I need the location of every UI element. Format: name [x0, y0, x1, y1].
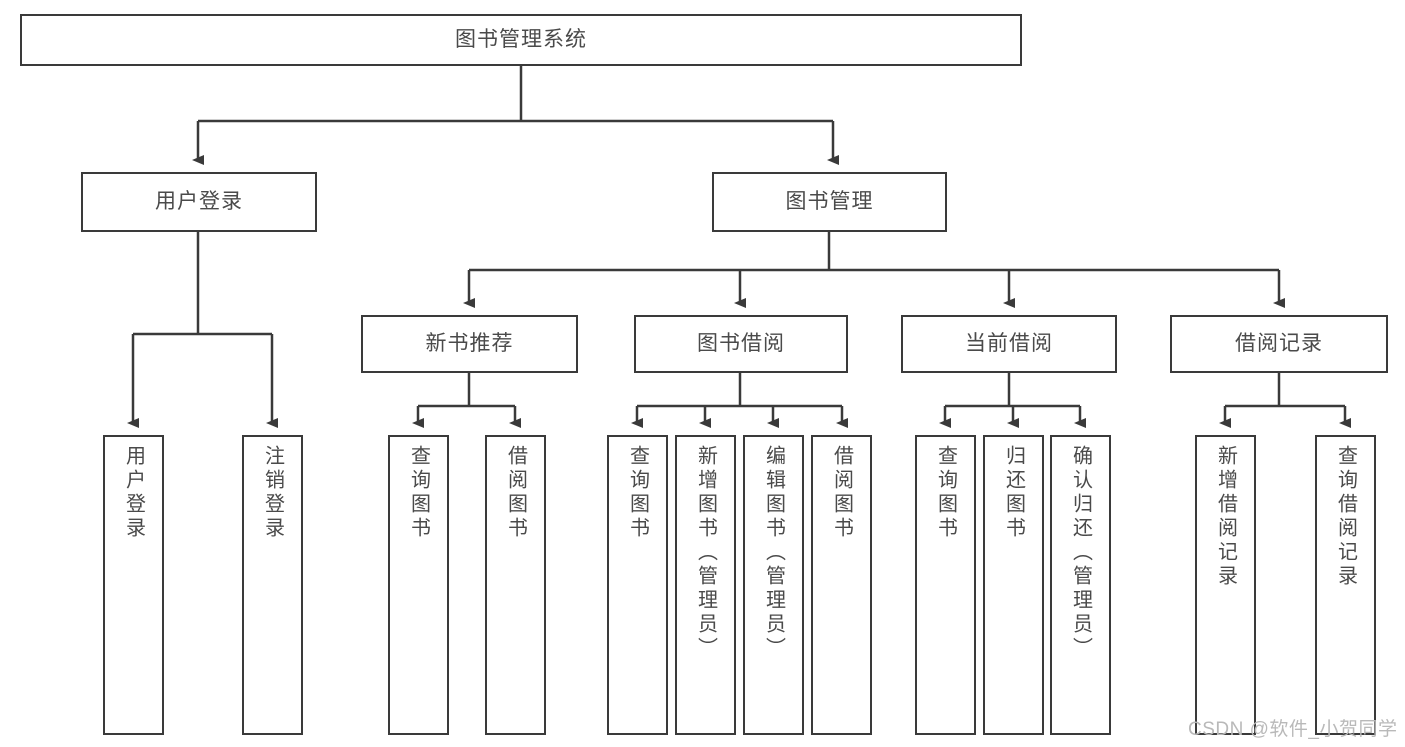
leaf-borrow-edit-book[interactable]: 编辑图书（管理员）: [743, 435, 804, 735]
leaf-recommend-borrow-book-label: 借阅图书: [504, 445, 527, 541]
node-new-book-recommend-label: 新书推荐: [425, 332, 514, 356]
leaf-current-query-book-label: 查询图书: [934, 445, 957, 541]
leaf-record-query-label: 查询借阅记录: [1334, 445, 1357, 589]
leaf-record-add[interactable]: 新增借阅记录: [1195, 435, 1256, 735]
leaf-record-add-label: 新增借阅记录: [1214, 445, 1237, 589]
watermark: CSDN @软件_小贺同学: [1188, 719, 1398, 740]
leaf-current-confirm-return[interactable]: 确认归还（管理员）: [1050, 435, 1111, 735]
leaf-borrow-borrow-book[interactable]: 借阅图书: [811, 435, 872, 735]
leaf-borrow-edit-book-label: 编辑图书（管理员）: [762, 445, 785, 661]
leaf-user-login-label: 用户登录: [122, 445, 145, 541]
leaf-logout[interactable]: 注销登录: [242, 435, 303, 735]
node-borrow-record-label: 借阅记录: [1235, 332, 1323, 356]
leaf-user-login[interactable]: 用户登录: [103, 435, 164, 735]
leaf-borrow-query-book-label: 查询图书: [626, 445, 649, 541]
node-user-login[interactable]: 用户登录: [81, 172, 317, 232]
node-root-label: 图书管理系统: [455, 28, 587, 52]
node-current-borrow-label: 当前借阅: [965, 332, 1053, 356]
leaf-borrow-add-book[interactable]: 新增图书（管理员）: [675, 435, 736, 735]
node-book-management[interactable]: 图书管理: [712, 172, 947, 232]
leaf-record-query[interactable]: 查询借阅记录: [1315, 435, 1376, 735]
leaf-logout-label: 注销登录: [261, 445, 284, 541]
node-root[interactable]: 图书管理系统: [20, 14, 1022, 66]
leaf-current-return-book[interactable]: 归还图书: [983, 435, 1044, 735]
node-current-borrow[interactable]: 当前借阅: [901, 315, 1117, 373]
node-borrow-record[interactable]: 借阅记录: [1170, 315, 1388, 373]
node-book-borrow-label: 图书借阅: [697, 332, 785, 356]
leaf-current-confirm-return-label: 确认归还（管理员）: [1069, 445, 1092, 661]
leaf-current-query-book[interactable]: 查询图书: [915, 435, 976, 735]
leaf-recommend-query-book[interactable]: 查询图书: [388, 435, 449, 735]
leaf-borrow-borrow-book-label: 借阅图书: [830, 445, 853, 541]
leaf-recommend-query-book-label: 查询图书: [407, 445, 430, 541]
node-new-book-recommend[interactable]: 新书推荐: [361, 315, 578, 373]
node-user-login-label: 用户登录: [155, 190, 243, 214]
node-book-management-label: 图书管理: [785, 190, 874, 214]
leaf-borrow-add-book-label: 新增图书（管理员）: [694, 445, 717, 661]
leaf-current-return-book-label: 归还图书: [1002, 445, 1025, 541]
leaf-recommend-borrow-book[interactable]: 借阅图书: [485, 435, 546, 735]
leaf-borrow-query-book[interactable]: 查询图书: [607, 435, 668, 735]
node-book-borrow[interactable]: 图书借阅: [634, 315, 848, 373]
